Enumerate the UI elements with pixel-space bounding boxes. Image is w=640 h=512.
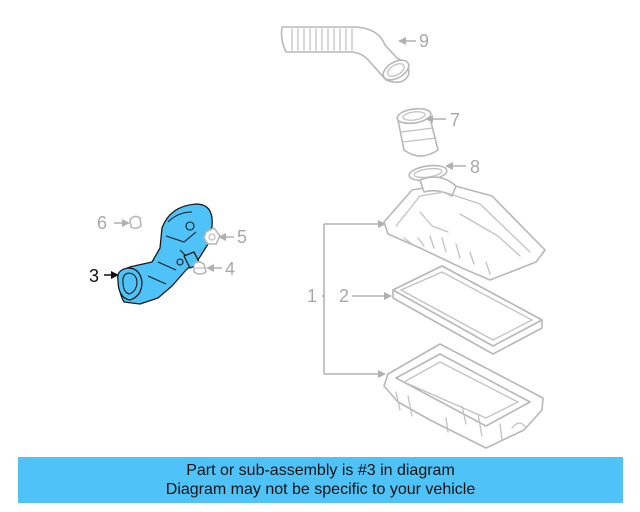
banner-line-2: Diagram may not be specific to your vehi… [165,481,476,498]
part-6-pin[interactable] [129,215,142,230]
callout-7[interactable]: 7 [450,110,460,130]
callout-4[interactable]: 4 [225,259,235,279]
part-4-clip[interactable] [193,261,207,275]
callout-3[interactable]: 3 [89,266,99,286]
info-banner: Part or sub-assembly is #3 in diagram Di… [18,457,623,503]
callout-8[interactable]: 8 [470,157,480,177]
callout-1[interactable]: 1 [307,286,317,306]
callout-6[interactable]: 6 [97,213,107,233]
banner-line-1: Part or sub-assembly is #3 in diagram [186,462,455,479]
part-2-filter-element[interactable] [392,265,543,355]
leader-lines [104,37,466,378]
callout-labels: 9 7 8 1 2 6 5 4 3 [89,31,480,306]
part-7-coupler[interactable] [396,107,439,157]
air-cleaner-lower-housing[interactable] [383,343,544,449]
callout-5[interactable]: 5 [237,227,247,247]
callout-9[interactable]: 9 [419,31,429,51]
air-cleaner-upper-housing[interactable] [383,176,546,281]
part-5-grommet[interactable] [203,227,221,245]
part-9-intake-hose[interactable] [280,26,413,84]
callout-2[interactable]: 2 [339,286,349,306]
part-3-intake-duct[interactable] [117,203,213,305]
